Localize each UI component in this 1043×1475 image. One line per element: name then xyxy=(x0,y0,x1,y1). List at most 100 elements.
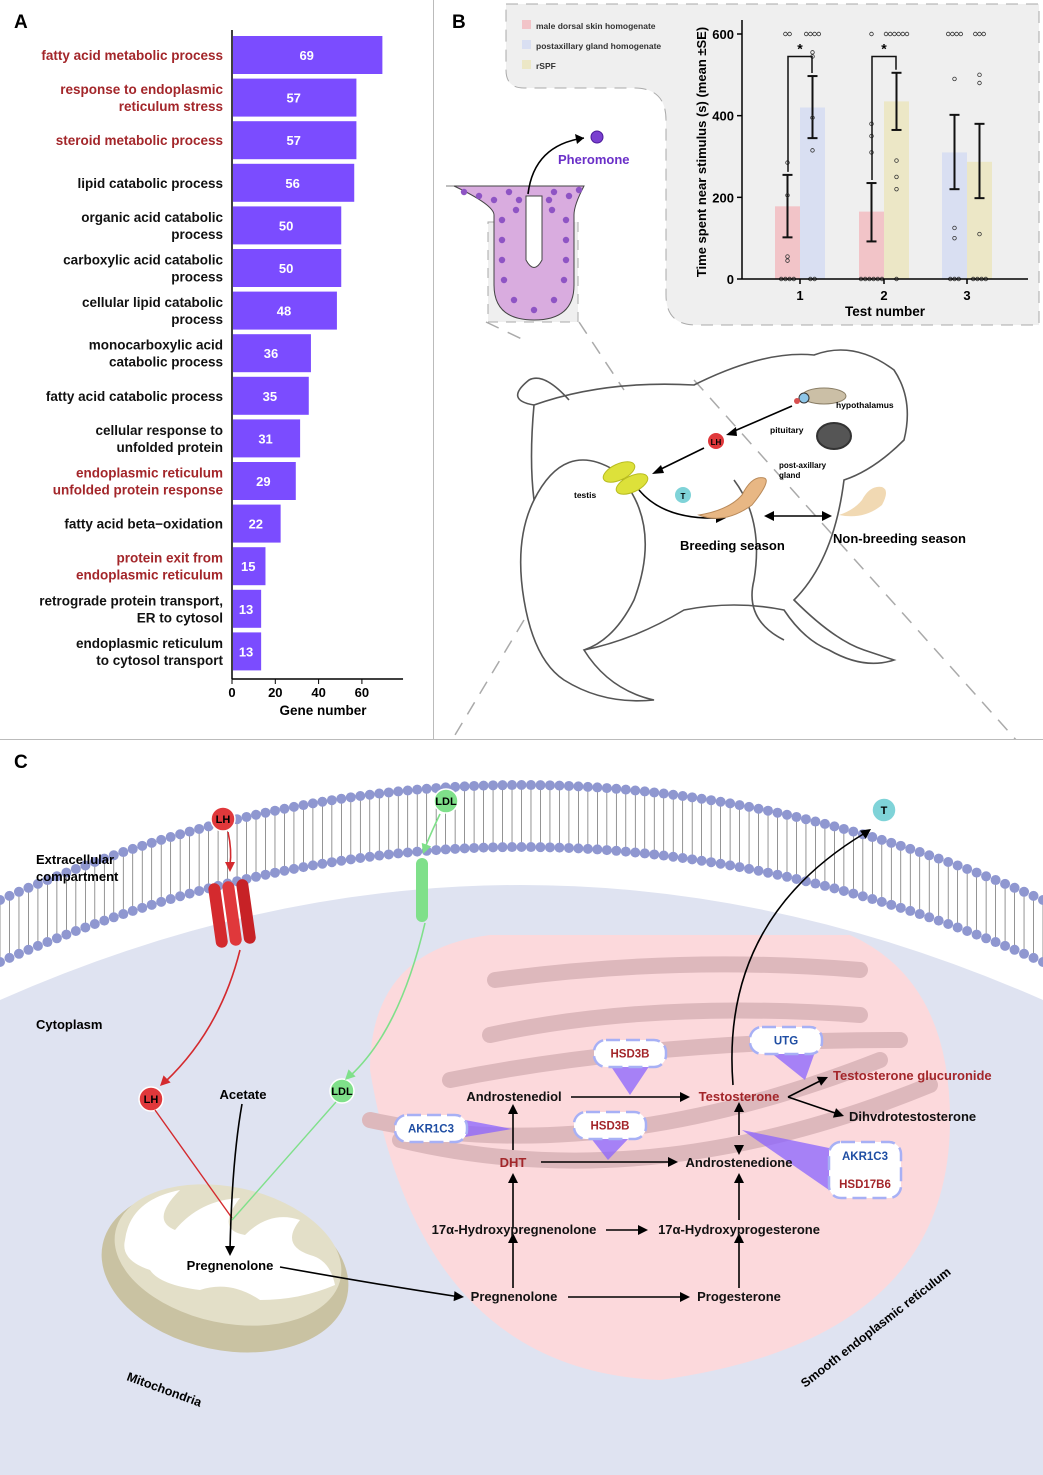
data-point xyxy=(973,31,978,37)
bar xyxy=(233,589,262,628)
testosterone-extracellular-label: T xyxy=(881,805,888,817)
lipid-head xyxy=(440,844,451,855)
y-tick-label: 200 xyxy=(712,190,734,205)
lipid-head xyxy=(715,796,726,807)
lipid-head xyxy=(51,871,62,882)
lipid-head xyxy=(857,891,868,902)
lh-extracellular-label: LH xyxy=(216,814,231,826)
mitochondrion xyxy=(101,1184,349,1353)
category-label: process xyxy=(171,270,223,285)
lipid-head xyxy=(298,862,309,873)
lipid-head xyxy=(279,803,290,814)
legend-swatch xyxy=(522,40,531,49)
category-label: protein exit from xyxy=(116,551,223,566)
lipid-head xyxy=(592,782,603,793)
lipid-head xyxy=(658,850,669,861)
lipid-head xyxy=(914,847,925,858)
lipid-head xyxy=(412,784,423,795)
metabolite-dihydro: Dihvdrotestosterone xyxy=(849,1109,976,1124)
lipid-head xyxy=(251,809,262,820)
lh-line xyxy=(154,1109,233,1219)
arrowhead xyxy=(508,1173,518,1183)
lipid-head xyxy=(810,878,821,889)
lipid-head xyxy=(374,788,385,799)
cell-nucleus xyxy=(575,186,583,194)
testis-icon xyxy=(602,461,636,483)
arrowhead xyxy=(734,1173,744,1183)
category-label: steroid metabolic process xyxy=(56,133,223,148)
metabolite-androstenedione: Androstenedione xyxy=(686,1155,793,1170)
bar-value-label: 22 xyxy=(249,517,263,532)
lipid-head xyxy=(554,842,565,853)
lipid-head xyxy=(895,840,906,851)
lipid-head xyxy=(478,780,489,791)
lipid-head xyxy=(175,829,186,840)
arrowhead xyxy=(225,1246,235,1256)
category-label: reticulum stress xyxy=(119,99,223,114)
lipid-head xyxy=(383,787,394,798)
panel-c: Mitochondria Smooth endoplasmic reticulu… xyxy=(0,780,1043,1475)
bar xyxy=(233,163,355,202)
bar xyxy=(884,101,909,279)
bar-value-label: 50 xyxy=(279,261,293,276)
lipid-head xyxy=(620,846,631,857)
testosterone-extracellular-icon xyxy=(871,797,897,823)
lipid-head xyxy=(706,795,717,806)
extracellular-label-1: Extracellular xyxy=(36,852,114,867)
pathway-arrow xyxy=(229,1103,243,1251)
lipid-head xyxy=(630,847,641,858)
cell-nucleus xyxy=(500,276,508,284)
lipid-head xyxy=(89,856,100,867)
category-label: carboxylic acid catabolic xyxy=(63,253,223,268)
lipid-head xyxy=(800,876,811,887)
lipid-head xyxy=(952,922,963,933)
lipid-head xyxy=(1038,895,1043,905)
data-point xyxy=(977,231,982,237)
enzyme-label-akr1c3_1: AKR1C3 xyxy=(408,1124,454,1136)
lipid-head xyxy=(364,851,375,862)
lipid-head xyxy=(592,844,603,855)
lipid-head xyxy=(279,865,290,876)
lipid-head xyxy=(658,788,669,799)
bar-value-label: 57 xyxy=(286,133,300,148)
data-point xyxy=(977,72,982,78)
lipid-head xyxy=(943,856,954,867)
lipid-head xyxy=(611,783,622,794)
lipid-head xyxy=(838,885,849,896)
lipid-head xyxy=(914,909,925,920)
lipid-head xyxy=(61,929,72,940)
panel-b: Pheromone male dorsal skin homogenatepos… xyxy=(446,3,1040,739)
lipid-head xyxy=(146,899,157,910)
arrowhead xyxy=(160,1075,171,1086)
lipid-head xyxy=(848,888,859,899)
lipid-head xyxy=(89,918,100,929)
data-point xyxy=(954,31,959,37)
lipid-head xyxy=(459,843,470,854)
lipid-head xyxy=(269,805,280,816)
lipid-head xyxy=(80,922,91,933)
lipid-head xyxy=(1009,944,1020,955)
lipid-head xyxy=(4,952,15,963)
bar xyxy=(233,249,342,287)
metabolite-hpreg: 17α-Hydroxypregnenolone xyxy=(432,1222,597,1237)
lipid-head xyxy=(867,832,878,843)
lipid-head xyxy=(80,860,91,871)
cytoplasm-label: Cytoplasm xyxy=(36,1017,102,1032)
pathway-arrow xyxy=(227,831,232,866)
legend-label: rSPF xyxy=(536,61,556,71)
lipid-head xyxy=(393,848,404,859)
lipid-head xyxy=(156,896,167,907)
lipid-head xyxy=(848,826,859,837)
lipid-head xyxy=(933,853,944,864)
bar-value-label: 15 xyxy=(241,559,255,574)
lipid-head xyxy=(601,783,612,794)
metabolite-dht: DHT xyxy=(500,1155,527,1170)
lipid-head xyxy=(165,832,176,843)
ldl-intracellular-label: LDL xyxy=(331,1086,353,1098)
lipid-head xyxy=(402,847,413,858)
bar-value-label: 56 xyxy=(285,176,299,191)
enzyme-badge xyxy=(827,1140,903,1200)
category-label: cellular response to xyxy=(95,423,223,438)
enzyme-badge xyxy=(748,1025,824,1056)
bar xyxy=(233,504,281,543)
